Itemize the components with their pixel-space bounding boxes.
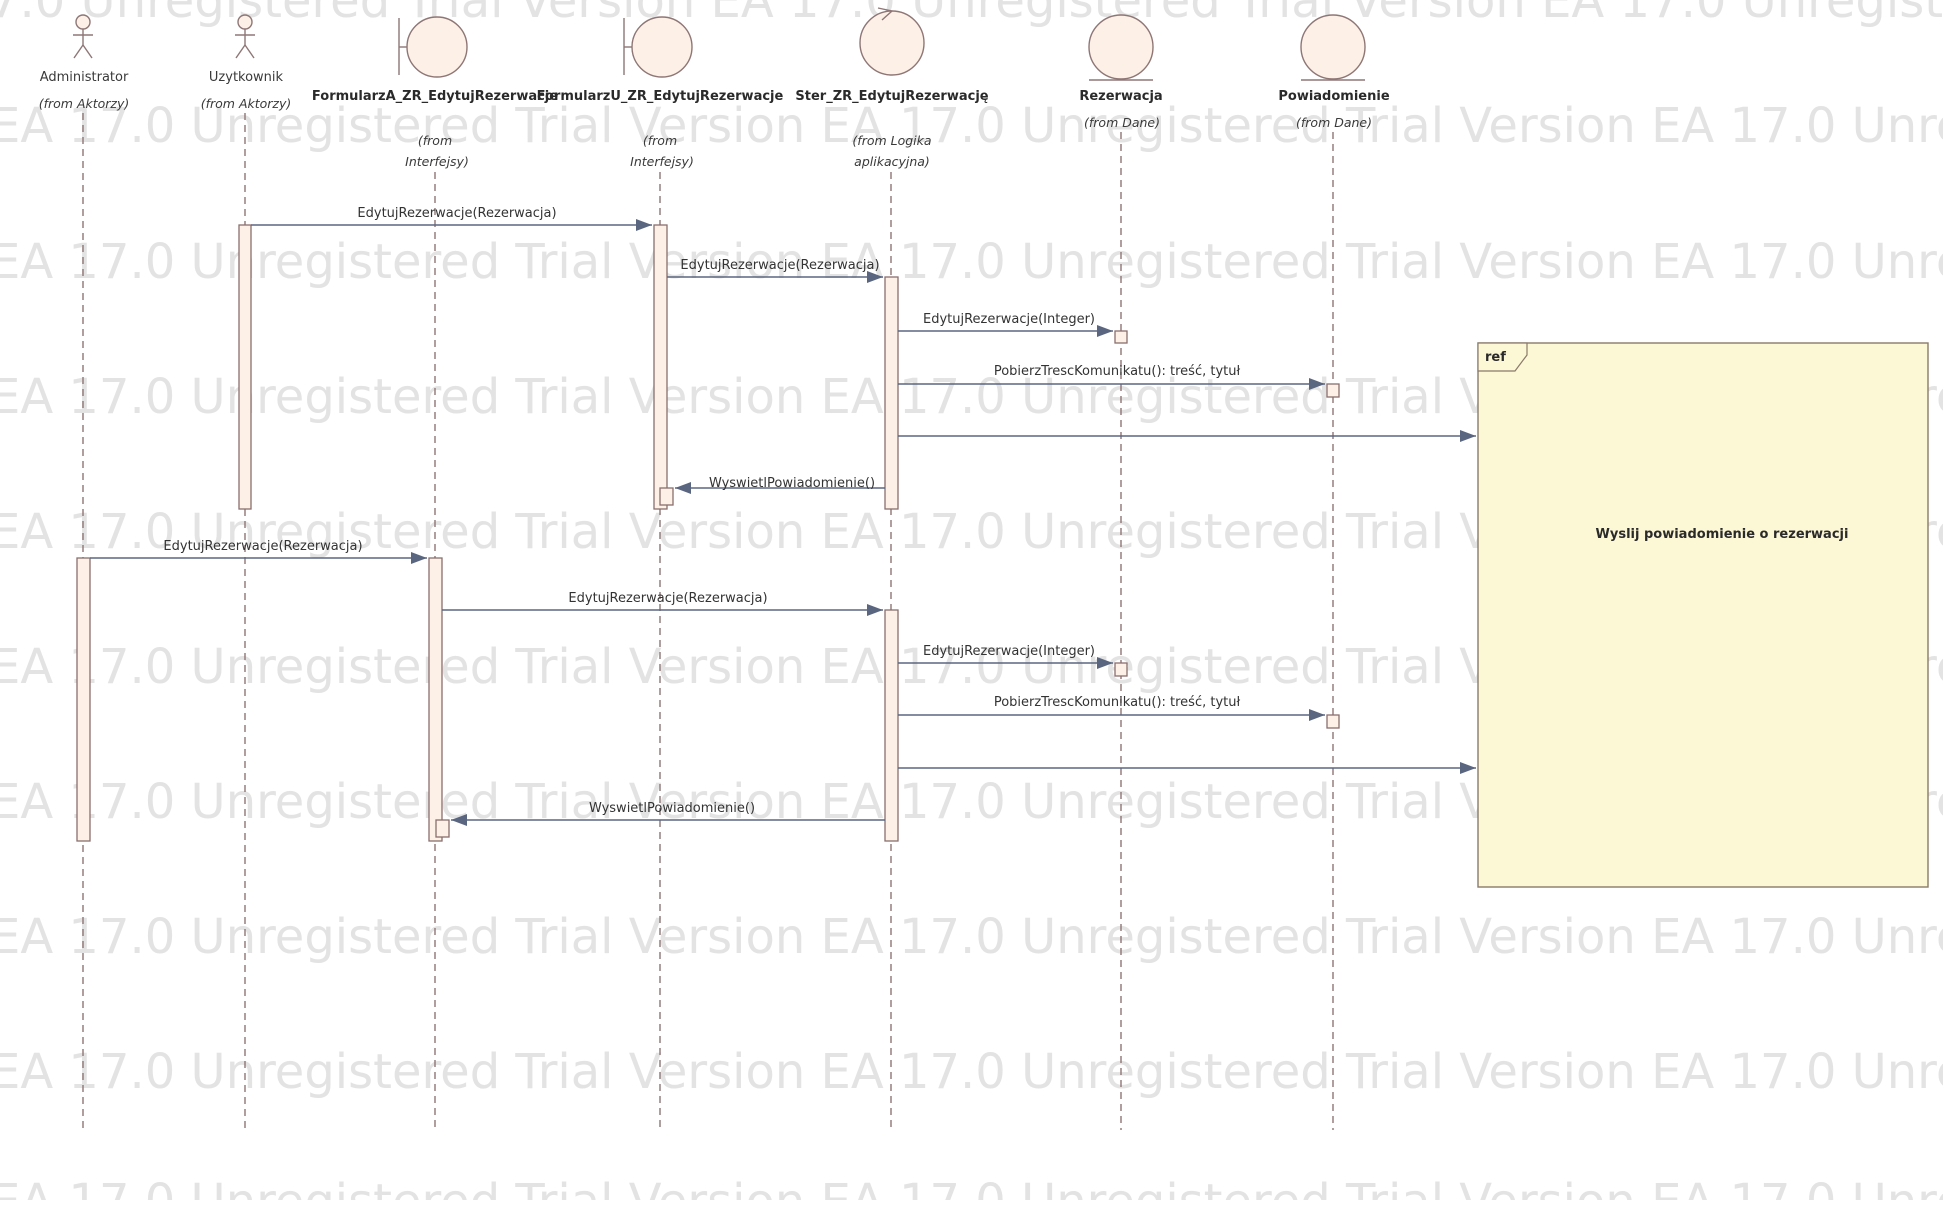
message[interactable]: WyswietlPowiadomienie() <box>451 801 885 826</box>
ref-frame-box <box>1477 342 1929 888</box>
lifeline-package: (from Dane) <box>1296 115 1372 130</box>
lifeline-name: FormularzA_ZR_EdytujRezerwacje <box>312 89 558 104</box>
lifeline-formularzu[interactable]: FormularzU_ZR_EdytujRezerwacje (from Int… <box>537 16 784 1130</box>
lifeline-package: Interfejsy) <box>630 154 694 169</box>
watermark-row: EA 17.0 Unregistered Trial Version EA 17… <box>0 0 1943 29</box>
activation-bar <box>884 276 899 510</box>
lifeline-rezerwacja[interactable]: Rezerwacja (from Dane) <box>1079 14 1163 1130</box>
activations <box>76 224 1340 842</box>
watermark-row: EA 17.0 Unregistered Trial Version EA 17… <box>0 909 1943 965</box>
message[interactable]: WyswietlPowiadomienie() <box>675 476 885 494</box>
lifeline-formularza[interactable]: FormularzA_ZR_EdytujRezerwacje (from Int… <box>312 16 558 1130</box>
activation-bar <box>76 557 91 842</box>
watermark-row: EA 17.0 Unregistered Trial Version EA 17… <box>0 1174 1943 1200</box>
lifeline-package: (from Dane) <box>1084 115 1160 130</box>
message[interactable] <box>898 430 1476 442</box>
arrowhead-icon <box>451 814 467 826</box>
arrowhead-icon <box>1309 709 1325 721</box>
message-label: WyswietlPowiadomienie() <box>589 801 755 816</box>
arrowhead-icon <box>636 219 652 231</box>
arrowhead-icon <box>1097 657 1113 669</box>
message-label: EdytujRezerwacje(Integer) <box>923 312 1095 327</box>
arrowhead-icon <box>867 271 883 283</box>
message[interactable]: EdytujRezerwacje(Integer) <box>898 644 1113 669</box>
message-label: PobierzTrescKomunikatu(): treść, tytuł <box>994 364 1241 379</box>
activation-bar <box>659 487 674 506</box>
ref-frame-tab <box>1477 342 1528 372</box>
message-label: EdytujRezerwacje(Rezerwacja) <box>163 539 362 554</box>
arrowhead-icon <box>1097 325 1113 337</box>
message[interactable]: EdytujRezerwacje(Rezerwacja) <box>90 539 427 564</box>
arrowhead-icon <box>675 482 691 494</box>
actor-icon <box>235 14 255 59</box>
message-label: WyswietlPowiadomienie() <box>709 476 875 491</box>
activation-bar <box>238 224 252 510</box>
lifeline-name: Rezerwacja <box>1079 89 1162 104</box>
message[interactable]: PobierzTrescKomunikatu(): treść, tytuł <box>898 364 1325 390</box>
message-label: EdytujRezerwacje(Rezerwacja) <box>357 206 556 221</box>
boundary-icon <box>398 16 468 78</box>
activation-bar <box>1326 383 1340 398</box>
activation-bar <box>884 609 899 842</box>
message-label: PobierzTrescKomunikatu(): treść, tytuł <box>994 695 1241 710</box>
messages: EdytujRezerwacje(Rezerwacja) EdytujRezer… <box>90 206 1476 826</box>
boundary-icon <box>623 16 693 78</box>
message[interactable]: EdytujRezerwacje(Rezerwacja) <box>667 258 883 283</box>
lifeline-powiadomienie[interactable]: Powiadomienie (from Dane) <box>1278 14 1390 1130</box>
lifeline-package: (from Aktorzy) <box>201 96 292 111</box>
message-label: EdytujRezerwacje(Rezerwacja) <box>568 591 767 606</box>
arrowhead-icon <box>1460 430 1476 442</box>
watermark-row: EA 17.0 Unregistered Trial Version EA 17… <box>0 1044 1943 1100</box>
lifeline-name: Ster_ZR_EdytujRezerwację <box>795 89 988 104</box>
lifeline-package: (from <box>418 133 452 148</box>
message-label: EdytujRezerwacje(Rezerwacja) <box>680 258 879 273</box>
ref-frame[interactable]: ref Wyslij powiadomienie o rezerwacji <box>1477 342 1929 888</box>
arrowhead-icon <box>1460 762 1476 774</box>
ref-frame-tag: ref <box>1485 350 1506 365</box>
ref-frame-title: Wyslij powiadomienie o rezerwacji <box>1596 527 1849 542</box>
lifeline-package: (from Logika <box>852 133 931 148</box>
control-icon <box>859 7 925 76</box>
lifeline-package: Interfejsy) <box>405 154 469 169</box>
message[interactable]: EdytujRezerwacje(Integer) <box>898 312 1113 337</box>
activation-bar <box>1114 330 1128 344</box>
message[interactable]: EdytujRezerwacje(Rezerwacja) <box>442 591 883 616</box>
arrowhead-icon <box>867 604 883 616</box>
activation-bar <box>1114 662 1128 677</box>
entity-icon <box>1300 14 1366 81</box>
watermark-row: EA 17.0 Unregistered Trial Version EA 17… <box>0 234 1943 290</box>
lifeline-ster[interactable]: Ster_ZR_EdytujRezerwację (from Logika ap… <box>795 7 989 1130</box>
lifeline-package: (from Aktorzy) <box>39 96 130 111</box>
lifeline-package: aplikacyjna) <box>854 154 930 169</box>
lifeline-package: (from <box>643 133 677 148</box>
lifeline-name: Uzytkownik <box>209 70 284 85</box>
message[interactable]: EdytujRezerwacje(Rezerwacja) <box>251 206 652 231</box>
message[interactable] <box>898 762 1476 774</box>
lifeline-name: Administrator <box>40 70 129 85</box>
message[interactable]: PobierzTrescKomunikatu(): treść, tytuł <box>898 695 1325 721</box>
activation-bar <box>1326 714 1340 729</box>
arrowhead-icon <box>411 552 427 564</box>
lifeline-name: Powiadomienie <box>1278 89 1389 104</box>
activation-bar <box>653 224 668 510</box>
actor-icon <box>73 14 93 59</box>
lifeline-name: FormularzU_ZR_EdytujRezerwacje <box>537 89 784 104</box>
message-label: EdytujRezerwacje(Integer) <box>923 644 1095 659</box>
arrowhead-icon <box>1309 378 1325 390</box>
watermark-row: EA 17.0 Unregistered Trial Version EA 17… <box>0 98 1943 154</box>
activation-bar <box>435 819 450 838</box>
activation-bar <box>428 557 443 842</box>
entity-icon <box>1088 14 1154 81</box>
